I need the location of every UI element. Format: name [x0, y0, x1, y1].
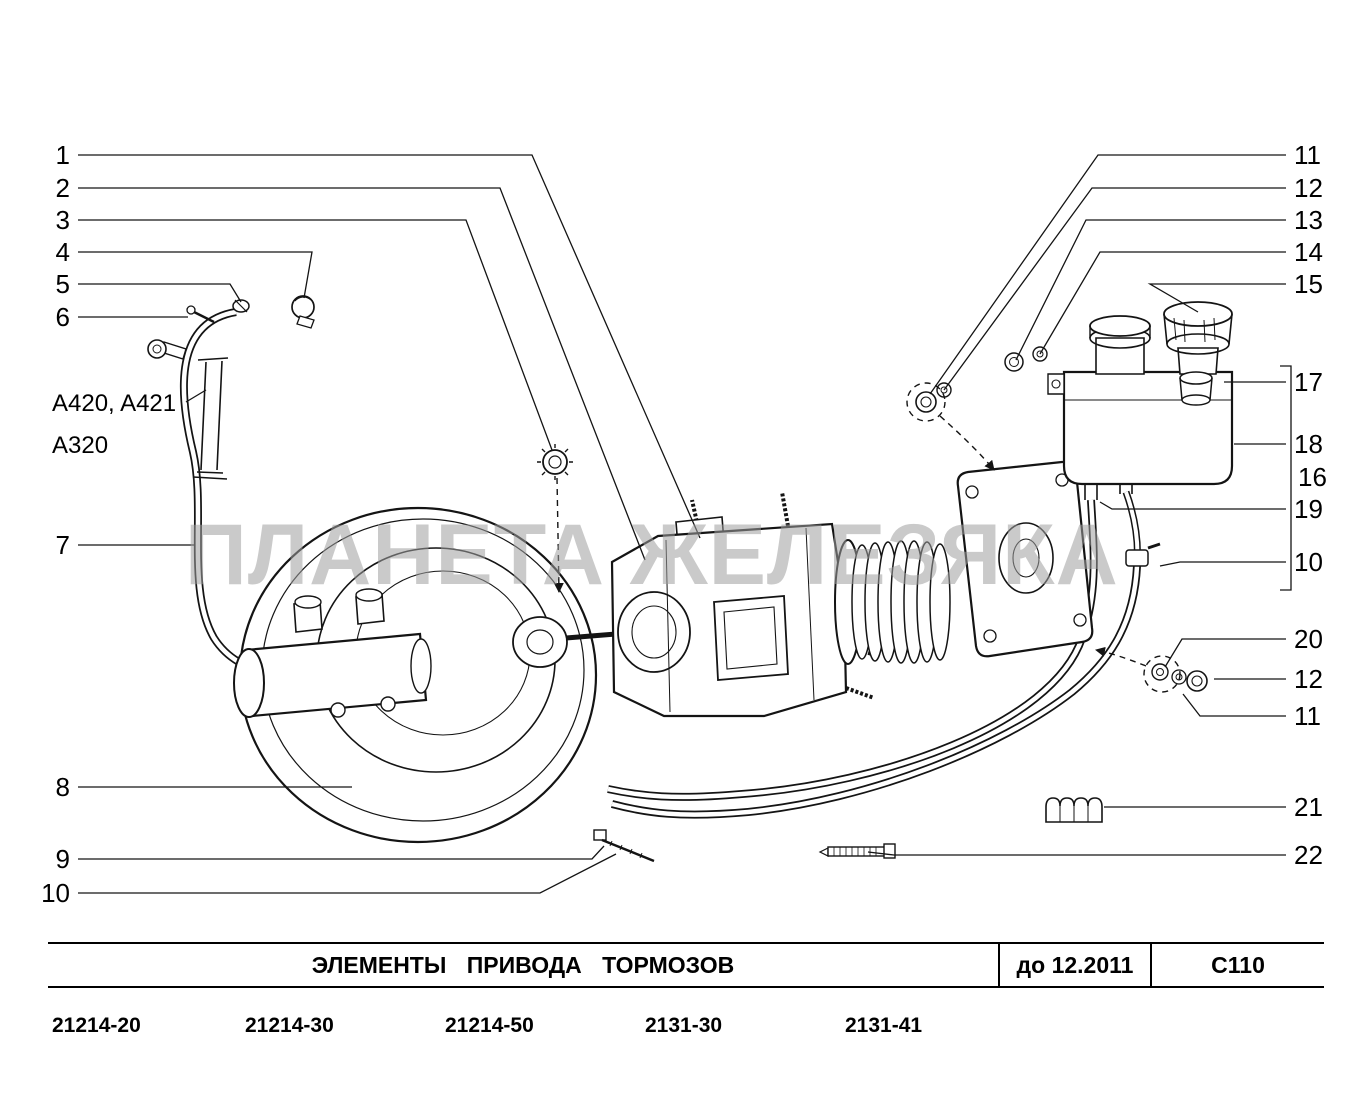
callout-15: 15	[1294, 269, 1323, 299]
callout-7: 7	[55, 530, 70, 560]
callout-16: 16	[1298, 462, 1327, 492]
model-code-2: 21214-30	[245, 1014, 334, 1037]
callout-4: 4	[55, 237, 70, 267]
callout-12: 12	[1294, 173, 1323, 203]
fluid-reservoir	[1047, 301, 1234, 500]
brake-hoses	[179, 308, 1141, 819]
callout-9: 9	[55, 844, 70, 874]
model-code-3: 21214-50	[445, 1014, 534, 1037]
model-code-1: 21214-20	[52, 1014, 141, 1037]
callout-11-lower: 11	[1294, 701, 1321, 731]
callout-13: 13	[1294, 205, 1323, 235]
callout-19: 19	[1294, 494, 1323, 524]
callout-3: 3	[55, 205, 70, 235]
callout-10-left: 10	[41, 878, 70, 908]
model-code-4: 2131-30	[645, 1014, 723, 1037]
mounting-plate	[956, 460, 1094, 658]
callout-20: 20	[1294, 624, 1323, 654]
model-code-5: 2131-41	[845, 1014, 923, 1037]
callout-17: 17	[1294, 367, 1323, 397]
callout-11: 11	[1294, 140, 1321, 170]
cable-ties	[593, 829, 896, 863]
page-title: ЭЛЕМЕНТЫ ПРИВОДА ТОРМОЗОВ	[311, 951, 735, 978]
callout-18: 18	[1294, 429, 1323, 459]
master-cylinder	[233, 588, 432, 718]
callout-ref-a320: A320	[52, 432, 109, 459]
callout-12-lower: 12	[1294, 664, 1323, 694]
watermark: ПЛАНЕТА ЖЕЛЕЗЯКА	[185, 507, 1119, 603]
fasteners	[915, 346, 1208, 692]
callout-1: 1	[55, 140, 70, 170]
callout-6: 6	[55, 302, 70, 332]
hose-fittings	[147, 295, 315, 480]
callout-21: 21	[1294, 792, 1323, 822]
callout-2: 2	[55, 173, 70, 203]
callout-5: 5	[55, 269, 70, 299]
hose-clip	[1045, 797, 1103, 823]
callout-14: 14	[1294, 237, 1323, 267]
pushrod-grommet	[537, 444, 573, 480]
valid-until: до 12.2011	[998, 944, 1150, 986]
pedal-bracket	[610, 491, 875, 718]
hose-clamp-upper	[1125, 542, 1161, 567]
footer-table: ЭЛЕМЕНТЫ ПРИВОДА ТОРМОЗОВ до 12.2011 C11…	[48, 942, 1324, 988]
callout-22: 22	[1294, 840, 1323, 870]
leader-lines	[78, 154, 1292, 894]
sheet-code: C110	[1150, 944, 1324, 986]
booster-boot	[834, 539, 951, 665]
callout-8: 8	[55, 772, 70, 802]
assembly-arrows	[553, 382, 1181, 693]
callout-10-right: 10	[1294, 547, 1323, 577]
callout-ref-a420-a421: A420, A421	[52, 390, 177, 417]
